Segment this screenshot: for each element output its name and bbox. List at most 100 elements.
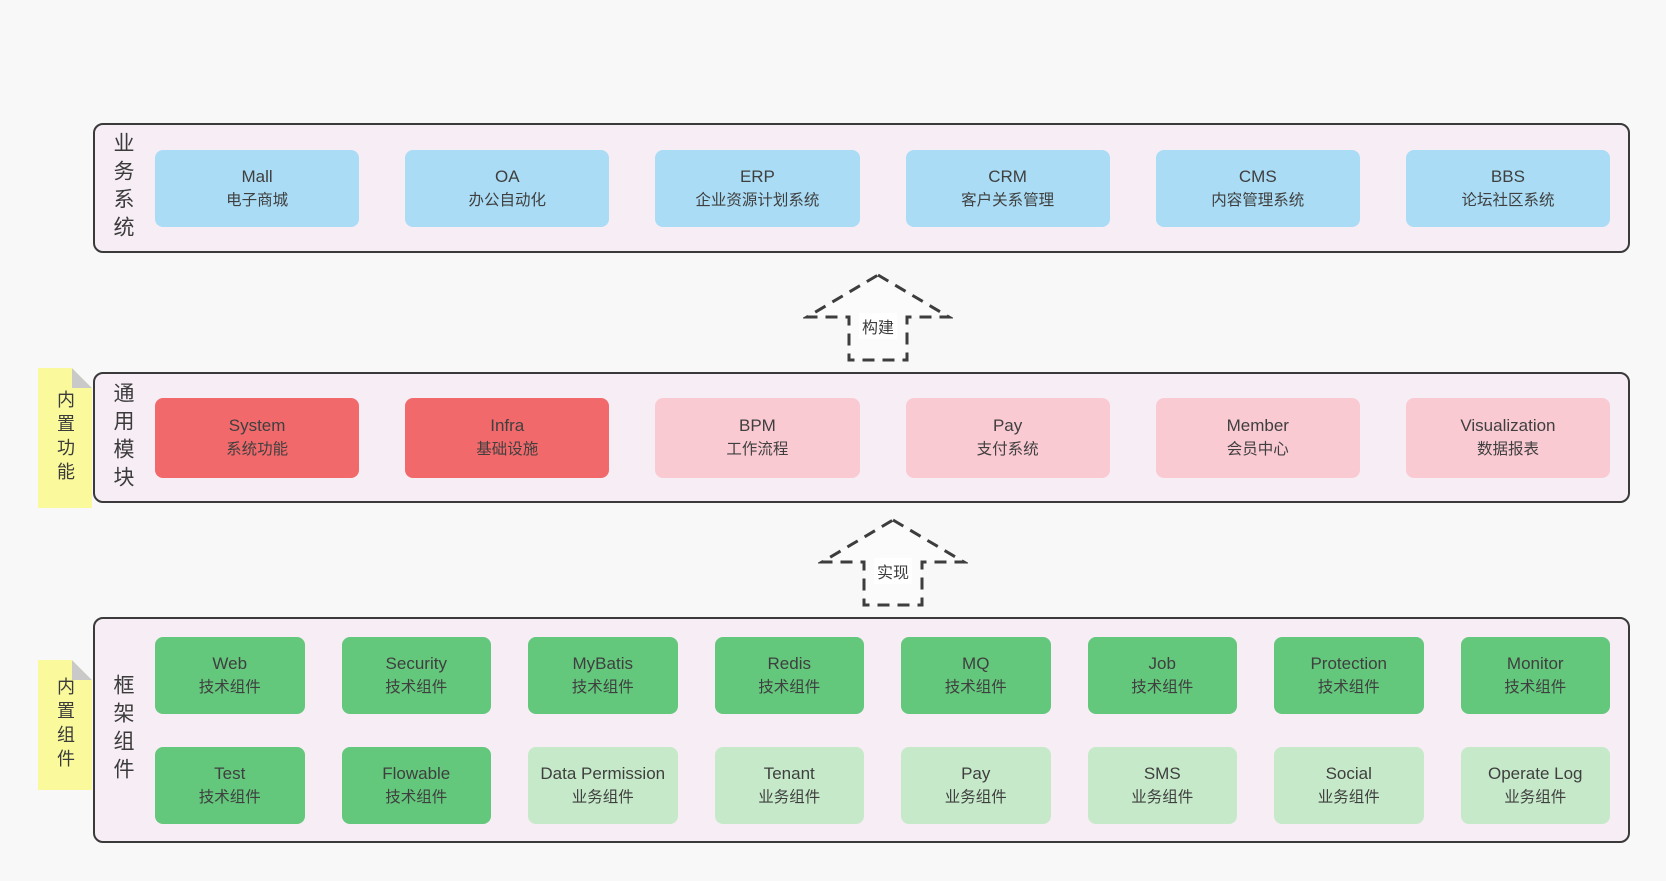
implement-arrow: 实现 xyxy=(818,516,968,608)
band-label-framework: 框架组件 xyxy=(111,674,134,786)
card-pay: Pay 支付系统 xyxy=(905,397,1110,478)
card-title: BBS xyxy=(1490,166,1525,186)
card-protection: Protection 技术组件 xyxy=(1274,636,1424,714)
card-subtitle: 技术组件 xyxy=(385,788,448,806)
card-mq: MQ 技术组件 xyxy=(901,636,1051,714)
card-system: System 系统功能 xyxy=(155,397,360,478)
card-title: Pay xyxy=(961,763,991,783)
card-title: MyBatis xyxy=(572,653,633,673)
card-subtitle: 业务组件 xyxy=(758,788,821,806)
card-crm: CRM 客户关系管理 xyxy=(905,149,1110,227)
card-title: Social xyxy=(1325,763,1372,783)
card-subtitle: 论坛社区系统 xyxy=(1461,191,1555,209)
card-title: Pay xyxy=(992,416,1023,435)
card-subtitle: 电子商城 xyxy=(226,191,289,209)
framework-rows: Web 技术组件 Security 技术组件 MyBatis 技术组件 Redi… xyxy=(155,636,1610,824)
card-visualization: Visualization 数据报表 xyxy=(1405,397,1611,478)
module-cards-row: System 系统功能 Infra 基础设施 BPM 工作流程 Pay 支付系统… xyxy=(155,397,1611,478)
card-subtitle: 业务组件 xyxy=(1317,788,1380,806)
card-oa: OA 办公自动化 xyxy=(405,149,610,227)
card-subtitle: 支付系统 xyxy=(976,441,1039,458)
card-web: Web 技术组件 xyxy=(155,636,305,714)
card-title: Infra xyxy=(490,416,525,435)
card-subtitle: 业务组件 xyxy=(1131,788,1194,806)
card-subtitle: 技术组件 xyxy=(198,678,261,696)
card-subtitle: 技术组件 xyxy=(1317,678,1380,696)
card-title: Web xyxy=(212,653,248,673)
card-tenant: Tenant 业务组件 xyxy=(714,746,864,824)
card-subtitle: 技术组件 xyxy=(758,678,821,696)
card-subtitle: 内容管理系统 xyxy=(1211,191,1305,209)
sticky-label: 内置组件 xyxy=(55,677,75,773)
card-title: Test xyxy=(214,763,246,783)
card-subtitle: 业务组件 xyxy=(571,788,634,806)
card-title: Redis xyxy=(767,653,811,673)
card-subtitle: 数据报表 xyxy=(1476,441,1539,458)
card-data-permission: Data Permission 业务组件 xyxy=(528,746,678,824)
card-subtitle: 系统功能 xyxy=(226,441,289,458)
card-title: Tenant xyxy=(763,763,815,783)
card-subtitle: 工作流程 xyxy=(726,441,789,458)
sticky-fold-corner xyxy=(72,368,92,388)
card-subtitle: 技术组件 xyxy=(198,788,261,806)
card-title: System xyxy=(228,416,286,435)
card-title: SMS xyxy=(1143,763,1181,783)
card-title: Data Permission xyxy=(540,763,666,783)
card-mybatis: MyBatis 技术组件 xyxy=(528,636,678,714)
card-social: Social 业务组件 xyxy=(1274,746,1424,824)
business-systems-band: 业务系统 Mall 电子商城 OA 办公自动化 ERP 企业资源计划系统 CRM… xyxy=(93,123,1630,253)
sticky-fold-corner xyxy=(72,660,92,680)
sticky-built-in-functions: 内置功能 xyxy=(38,368,92,508)
card-security: Security 技术组件 xyxy=(341,636,491,714)
card-subtitle: 业务组件 xyxy=(1504,788,1567,806)
card-sms: SMS 业务组件 xyxy=(1087,746,1237,824)
card-subtitle: 技术组件 xyxy=(385,678,448,696)
band-label-business: 业务系统 xyxy=(111,132,134,244)
card-subtitle: 技术组件 xyxy=(1504,678,1567,696)
card-title: Member xyxy=(1226,416,1289,435)
card-subtitle: 客户关系管理 xyxy=(961,191,1055,209)
card-member: Member 会员中心 xyxy=(1155,397,1360,478)
card-subtitle: 办公自动化 xyxy=(468,191,547,209)
card-test: Test 技术组件 xyxy=(155,746,305,824)
card-infra: Infra 基础设施 xyxy=(405,397,610,478)
card-title: Security xyxy=(385,653,447,673)
framework-cards-row2: Test 技术组件 Flowable 技术组件 Data Permission … xyxy=(155,746,1610,824)
card-subtitle: 技术组件 xyxy=(944,678,1007,696)
card-title: Operate Log xyxy=(1487,763,1583,783)
card-redis: Redis 技术组件 xyxy=(714,636,864,714)
framework-components-band: 框架组件 Web 技术组件 Security 技术组件 MyBatis 技术组件… xyxy=(93,617,1630,843)
card-title: OA xyxy=(494,166,520,186)
card-subtitle: 企业资源计划系统 xyxy=(695,191,820,209)
framework-cards-row1: Web 技术组件 Security 技术组件 MyBatis 技术组件 Redi… xyxy=(155,636,1610,714)
card-bbs: BBS 论坛社区系统 xyxy=(1405,149,1611,227)
card-title: MQ xyxy=(962,653,990,673)
card-erp: ERP 企业资源计划系统 xyxy=(655,149,860,227)
business-cards-row: Mall 电子商城 OA 办公自动化 ERP 企业资源计划系统 CRM 客户关系… xyxy=(155,149,1611,227)
card-subtitle: 技术组件 xyxy=(1131,678,1194,696)
card-title: ERP xyxy=(739,166,775,186)
card-cms: CMS 内容管理系统 xyxy=(1155,149,1360,227)
arrow-label-build: 构建 xyxy=(858,313,898,339)
card-subtitle: 会员中心 xyxy=(1226,441,1289,458)
arrow-label-implement: 实现 xyxy=(873,558,913,584)
card-bpm: BPM 工作流程 xyxy=(655,397,860,478)
card-job: Job 技术组件 xyxy=(1087,636,1237,714)
card-pay-business: Pay 业务组件 xyxy=(901,746,1051,824)
card-title: Flowable xyxy=(382,763,451,783)
card-operate-log: Operate Log 业务组件 xyxy=(1460,746,1610,824)
sticky-label: 内置功能 xyxy=(55,390,75,486)
band-label-modules: 通用模块 xyxy=(111,381,134,494)
card-title: Protection xyxy=(1310,653,1388,673)
card-title: CMS xyxy=(1238,166,1277,186)
card-flowable: Flowable 技术组件 xyxy=(341,746,491,824)
card-monitor: Monitor 技术组件 xyxy=(1460,636,1610,714)
common-modules-band: 通用模块 System 系统功能 Infra 基础设施 BPM 工作流程 Pay… xyxy=(93,372,1630,503)
card-title: Visualization xyxy=(1460,416,1556,435)
card-subtitle: 技术组件 xyxy=(571,678,634,696)
sticky-built-in-components: 内置组件 xyxy=(38,660,92,790)
card-subtitle: 业务组件 xyxy=(944,788,1007,806)
card-mall: Mall 电子商城 xyxy=(155,149,360,227)
card-title: BPM xyxy=(739,416,776,435)
card-title: Mall xyxy=(241,166,273,186)
